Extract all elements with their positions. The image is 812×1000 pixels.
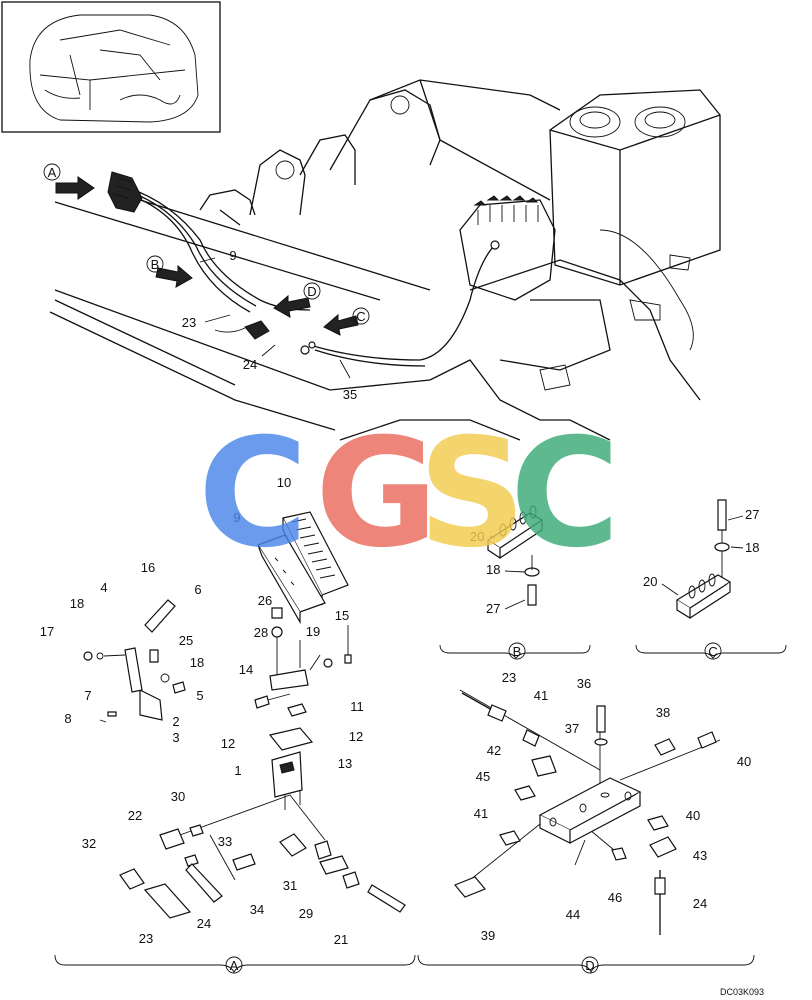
part-number-label: 43 — [693, 848, 707, 863]
part-number-label: 12 — [221, 736, 235, 751]
machine-inset-thumbnail — [1, 1, 221, 133]
part-number-label: 23 — [502, 670, 516, 685]
part-number-label: 35 — [343, 387, 357, 402]
part-number-label: 12 — [349, 729, 363, 744]
part-number-label: 40 — [686, 808, 700, 823]
pointer-label-c: C — [352, 307, 370, 325]
view-a-caption: A — [54, 954, 416, 974]
part-number-label: 27 — [486, 601, 500, 616]
pointer-label-a: A — [43, 163, 61, 181]
part-number-label: 1 — [234, 763, 241, 778]
part-number-label: 10 — [277, 475, 291, 490]
svg-text:B: B — [151, 257, 160, 272]
part-number-label: 33 — [218, 834, 232, 849]
part-number-label: 31 — [283, 878, 297, 893]
watermark-letter: C — [198, 407, 308, 581]
svg-text:A: A — [48, 165, 57, 180]
part-number-label: 20 — [470, 529, 484, 544]
svg-text:A: A — [230, 958, 239, 973]
part-number-label: 30 — [171, 789, 185, 804]
part-number-label: 15 — [335, 608, 349, 623]
part-number-label: 5 — [196, 688, 203, 703]
part-number-label: 24 — [243, 357, 257, 372]
svg-text:C: C — [356, 309, 365, 324]
view-d-manifold-assembly — [454, 689, 721, 935]
part-number-label: 16 — [141, 560, 155, 575]
part-number-label: 22 — [128, 808, 142, 823]
part-number-label: 6 — [194, 582, 201, 597]
part-number-label: 11 — [350, 699, 364, 714]
part-number-label: 42 — [487, 743, 501, 758]
view-c-clamp-detail — [675, 499, 732, 620]
part-number-label: 41 — [474, 806, 488, 821]
part-number-label: 23 — [182, 315, 196, 330]
part-number-label: 27 — [745, 507, 759, 522]
view-pointer-arrow-d — [273, 294, 311, 318]
part-number-label: 20 — [643, 574, 657, 589]
part-number-label: 38 — [656, 705, 670, 720]
view-c-caption: C — [635, 642, 787, 660]
part-number-label: 18 — [190, 655, 204, 670]
part-number-label: 9 — [233, 510, 240, 525]
part-number-label: 24 — [197, 916, 211, 931]
svg-text:B: B — [513, 644, 522, 659]
view-pointer-arrow-b — [155, 264, 193, 288]
watermark-logo: C G S C — [198, 407, 620, 581]
drawing-code: DC03K093 — [720, 987, 764, 997]
view-d-caption: D — [417, 954, 755, 974]
svg-text:C: C — [708, 644, 717, 659]
part-number-label: 2 — [172, 714, 179, 729]
part-number-label: 29 — [299, 906, 313, 921]
pointer-label-b: B — [146, 255, 164, 273]
view-b-caption: B — [439, 642, 591, 660]
view-b-clamp-detail — [486, 505, 544, 606]
part-number-label: 7 — [84, 688, 91, 703]
watermark-letter: C — [510, 407, 620, 581]
part-number-label: 44 — [566, 907, 580, 922]
part-number-label: 28 — [254, 625, 268, 640]
overview-part-labels: 9 23 24 35 — [182, 248, 357, 402]
part-number-label: 21 — [334, 932, 348, 947]
part-number-label: 39 — [481, 928, 495, 943]
view-c-part-labels: 27 18 20 — [643, 507, 759, 596]
part-number-label: 18 — [486, 562, 500, 577]
part-number-label: 40 — [737, 754, 751, 769]
part-number-label: 17 — [40, 624, 54, 639]
part-number-label: 23 — [139, 931, 153, 946]
part-number-label: 25 — [179, 633, 193, 648]
overview-pointer-labels: A B D C — [43, 163, 370, 325]
part-number-label: 24 — [693, 896, 707, 911]
part-number-label: 4 — [100, 580, 107, 595]
part-number-label: 9 — [229, 248, 236, 263]
view-d-part-labels: 23 41 36 38 37 42 45 40 41 40 43 39 44 46 24 — [474, 670, 751, 943]
svg-text:D: D — [585, 958, 594, 973]
part-number-label: 3 — [172, 730, 179, 745]
watermark-letter: S — [418, 407, 526, 581]
part-number-label: 13 — [338, 756, 352, 771]
part-number-label: 14 — [239, 662, 253, 677]
part-number-label: 18 — [745, 540, 759, 555]
part-number-label: 41 — [534, 688, 548, 703]
part-number-label: 32 — [82, 836, 96, 851]
part-number-label: 19 — [306, 624, 320, 639]
part-number-label: 26 — [258, 593, 272, 608]
part-number-label: 46 — [608, 890, 622, 905]
part-number-label: 8 — [64, 711, 71, 726]
pointer-label-d: D — [303, 282, 321, 300]
machine-frame-overview — [49, 79, 721, 441]
svg-text:D: D — [307, 284, 316, 299]
part-number-label: 34 — [250, 902, 264, 917]
part-number-label: 18 — [70, 596, 84, 611]
part-number-label: 37 — [565, 721, 579, 736]
view-b-part-labels: 20 18 27 — [470, 529, 526, 616]
watermark-letter: G — [315, 407, 438, 581]
view-pointer-arrow-a — [55, 176, 95, 200]
view-pointer-arrow-c — [323, 313, 359, 336]
view-a-pedal-assembly — [83, 511, 406, 919]
part-number-label: 36 — [577, 676, 591, 691]
part-number-label: 45 — [476, 769, 490, 784]
